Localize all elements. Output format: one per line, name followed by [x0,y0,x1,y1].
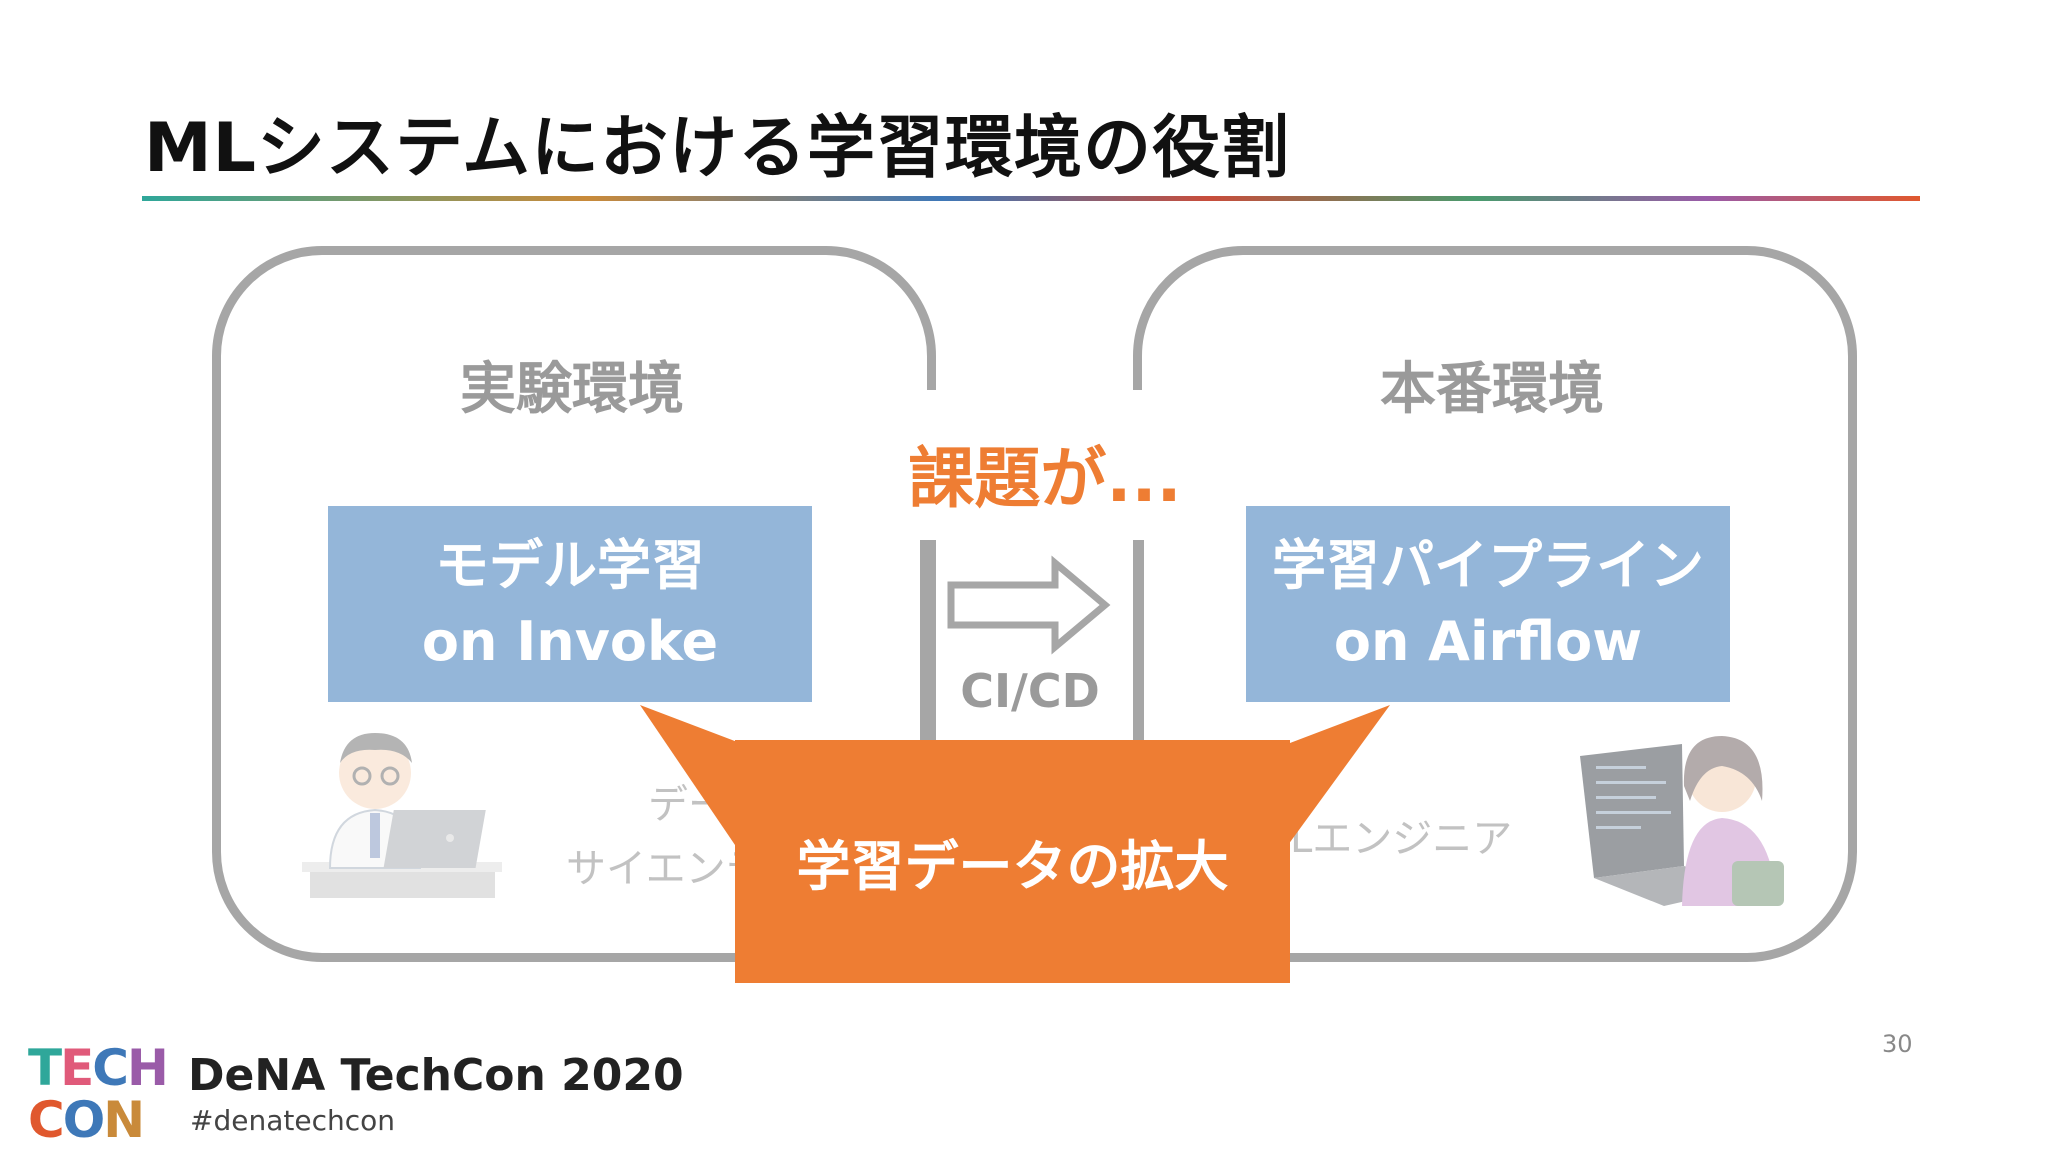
data-scientist-illustration [302,733,502,898]
engineer-label: Lエンジニア [1290,816,1513,862]
training-pipeline-platform: on Airflow [1333,610,1643,673]
experiment-env-title: 実験環境 [460,357,684,422]
model-training-platform: on Invoke [421,610,719,673]
issue-heading: 課題が... [908,440,1182,517]
model-training-box: モデル学習 on Invoke [328,506,812,702]
scientist-label-line2: サイエンテ [566,846,766,892]
frame-gap [1125,390,1149,540]
training-data-callout: 学習データの拡大 [735,740,1290,983]
ml-engineer-illustration [1580,736,1784,906]
cicd-label: CI/CD [960,664,1100,718]
logo-letter: C [92,1039,129,1097]
callout-text: 学習データの拡大 [796,835,1229,898]
logo-letter: H [126,1039,169,1097]
logo-letter: E [60,1039,94,1097]
brand-name: DeNA TechCon 2020 [188,1050,684,1101]
divider-bar-left [920,540,931,740]
hashtag: #denatechcon [190,1104,395,1137]
model-training-label: モデル学習 [435,534,705,597]
frame-gap [920,390,944,540]
divider-bar-right [1133,540,1144,740]
logo-letter: O [62,1091,105,1149]
title-divider [142,196,1920,201]
logo-letter: T [28,1039,62,1097]
right-arrow-icon [947,555,1111,655]
techcon-logo: TECH CON [28,1042,178,1150]
training-pipeline-box: 学習パイプライン on Airflow [1246,506,1730,702]
callout-pointer-left [640,705,740,845]
callout-pointer-right [1288,705,1390,845]
slide-title: MLシステムにおける学習環境の役割 [144,109,1290,188]
production-env-title: 本番環境 [1380,357,1604,422]
logo-letter: N [103,1091,145,1149]
training-pipeline-label: 学習パイプライン [1272,534,1704,597]
logo-letter: C [28,1091,65,1149]
page-number: 30 [1882,1030,1913,1058]
